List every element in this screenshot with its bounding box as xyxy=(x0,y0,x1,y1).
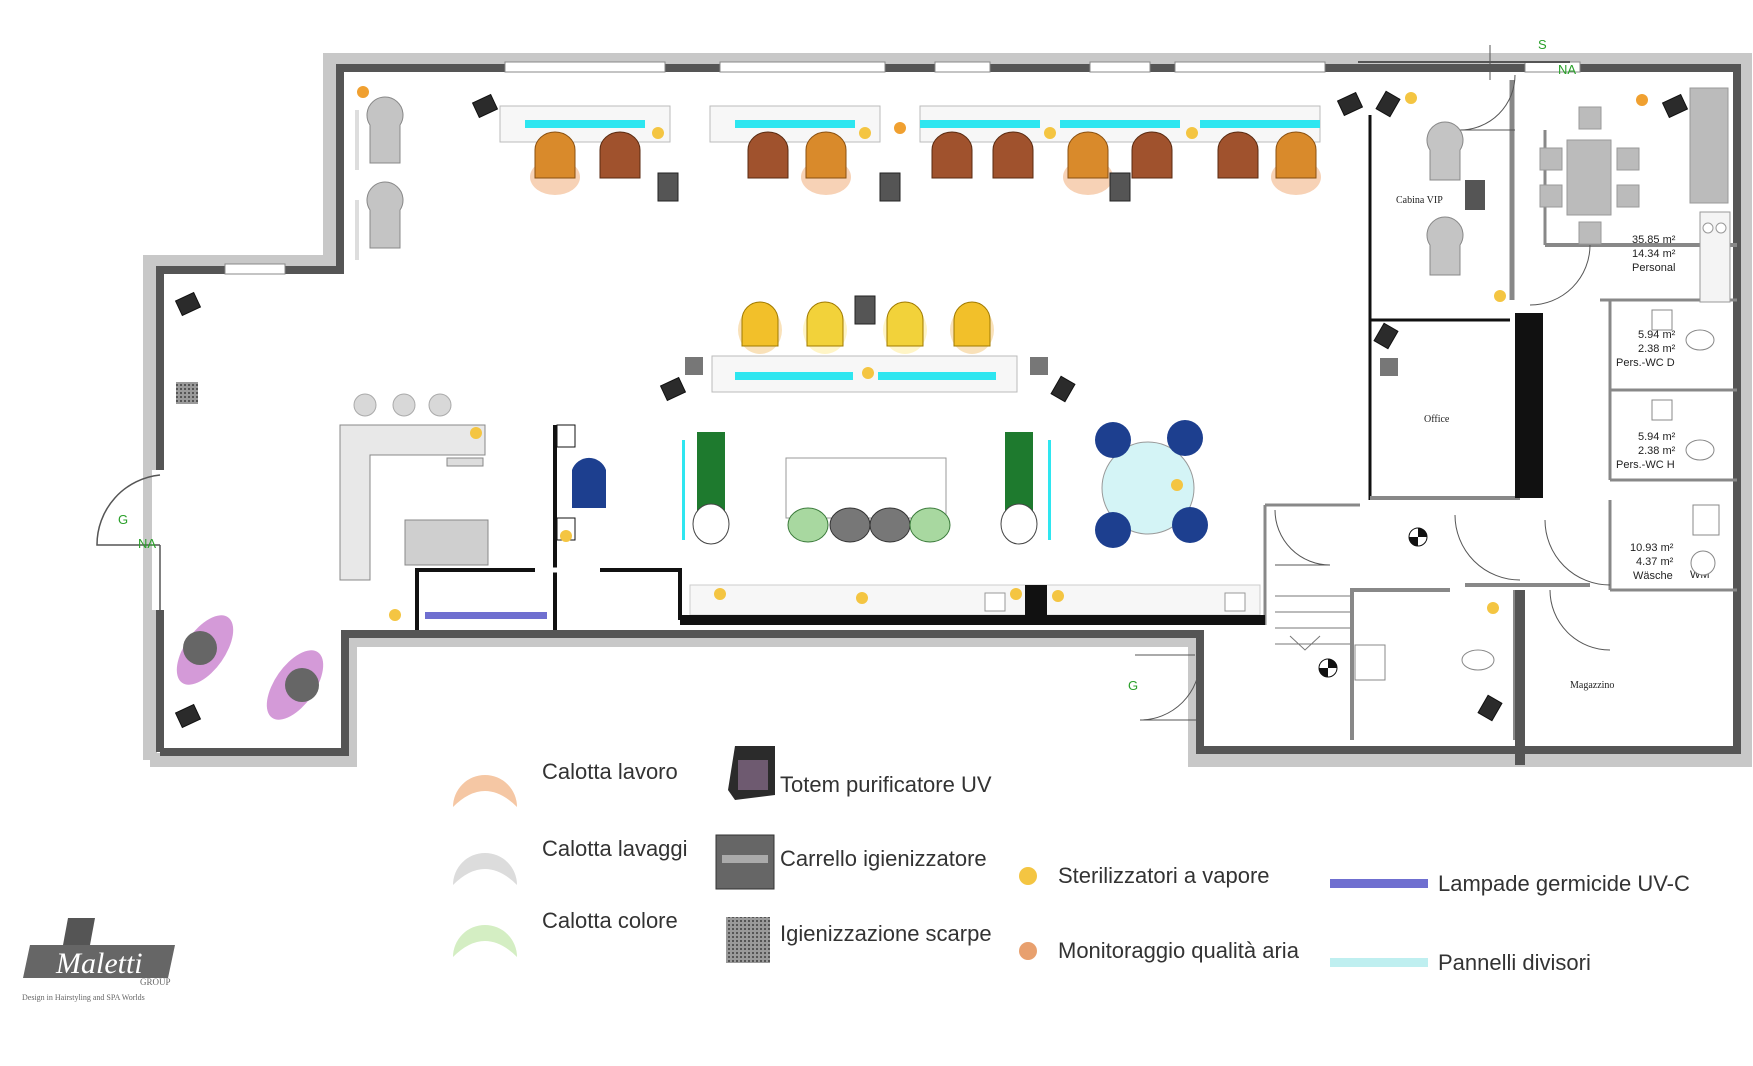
room-cabina-vip: Cabina VIP xyxy=(1396,195,1443,206)
legend-calotta-colore-swatch xyxy=(453,925,517,957)
shoe-sanitizer xyxy=(176,382,198,404)
wch-area2: 2.38 m² xyxy=(1638,445,1676,457)
wasche-area1: 10.93 m² xyxy=(1630,542,1674,554)
center-color-chairs xyxy=(738,301,994,354)
marker-na-left: NA xyxy=(138,536,156,551)
legend-monitoraggio-dot xyxy=(1019,942,1037,960)
marker-g-bottom: G xyxy=(1128,678,1138,693)
personal-room-furniture xyxy=(1539,87,1731,303)
legend-lampade-swatch xyxy=(1330,879,1428,888)
room-area-labels: 35.85 m² 14.34 m² Personal 5.94 m² 2.38 … xyxy=(1616,234,1710,582)
carts xyxy=(657,172,1131,325)
uvc-lamp-1 xyxy=(425,612,547,619)
maletti-logo: Maletti GROUP Design in Hairstyling and … xyxy=(22,918,175,1002)
exit-markers xyxy=(1318,527,1428,678)
steam-sterilizers xyxy=(389,92,1506,621)
personal-label: Personal xyxy=(1632,262,1675,274)
wash-area xyxy=(682,432,1051,545)
left-entrance-door: G NA xyxy=(96,470,168,615)
wcd-area1: 5.94 m² xyxy=(1638,329,1676,341)
legend-calotta-colore: Calotta colore xyxy=(542,908,678,933)
wch-label: Pers.-WC H xyxy=(1616,459,1675,471)
wcd-label: Pers.-WC D xyxy=(1616,357,1675,369)
legend: Calotta lavoro Calotta lavaggi Calotta c… xyxy=(453,746,1690,975)
legend-pannelli: Pannelli divisori xyxy=(1438,950,1591,975)
windows xyxy=(224,61,1581,275)
legend-totem: Totem purificatore UV xyxy=(780,772,992,797)
legend-scarpe: Igienizzazione scarpe xyxy=(780,921,992,946)
door-swings xyxy=(1135,74,1611,721)
marker-na-top: NA xyxy=(1558,62,1576,77)
vip-cabin: Cabina VIP xyxy=(1396,121,1485,276)
room-office: Office xyxy=(1424,414,1450,425)
logo-tagline: Design in Hairstyling and SPA Worlds xyxy=(22,993,145,1002)
top-work-stations xyxy=(499,105,1321,143)
legend-scarpe-icon xyxy=(726,917,770,963)
legend-calotta-lavoro: Calotta lavoro xyxy=(542,759,678,784)
wasche-area2: 4.37 m² xyxy=(1636,556,1674,568)
room-magazzino: Magazzino xyxy=(1570,680,1614,691)
waiting-seats xyxy=(176,615,324,720)
stools xyxy=(353,393,452,417)
meeting-table xyxy=(1095,420,1208,548)
interior-walls xyxy=(1263,80,1737,765)
legend-carrello: Carrello igienizzatore xyxy=(780,846,987,871)
partition-walls xyxy=(415,425,682,630)
wc-fixtures xyxy=(1354,309,1720,681)
legend-calotta-lavaggi: Calotta lavaggi xyxy=(542,836,688,861)
blue-chair-single xyxy=(572,457,606,508)
legend-lampade: Lampade germicide UV-C xyxy=(1438,871,1690,896)
air-quality-monitors xyxy=(357,86,1648,134)
legend-sterilizzatori: Sterilizzatori a vapore xyxy=(1058,863,1270,888)
logo-name: Maletti xyxy=(55,947,143,980)
wch-area1: 5.94 m² xyxy=(1638,431,1676,443)
totem-purifiers xyxy=(174,90,1689,729)
legend-pannelli-swatch xyxy=(1330,958,1428,967)
legend-sterilizzatori-dot xyxy=(1019,867,1037,885)
wasche-label: Wäsche xyxy=(1633,570,1673,582)
marker-s-top: S xyxy=(1538,37,1547,52)
bottom-counter xyxy=(680,584,1265,625)
logo-group: GROUP xyxy=(140,977,171,987)
legend-calotta-lavoro-swatch xyxy=(453,775,517,807)
marker-g-left: G xyxy=(118,512,128,527)
personal-area2: 14.34 m² xyxy=(1632,248,1676,260)
left-chairs xyxy=(355,96,404,260)
wcd-area2: 2.38 m² xyxy=(1638,343,1676,355)
legend-totem-icon xyxy=(728,746,775,800)
personal-area1: 35.85 m² xyxy=(1632,234,1676,246)
reception-desk xyxy=(339,424,489,581)
top-chairs xyxy=(530,131,1321,195)
legend-calotta-lavaggi-swatch xyxy=(453,853,517,885)
legend-monitoraggio: Monitoraggio qualità aria xyxy=(1058,938,1300,963)
legend-carrello-icon xyxy=(715,834,775,890)
stairs xyxy=(1275,595,1350,651)
